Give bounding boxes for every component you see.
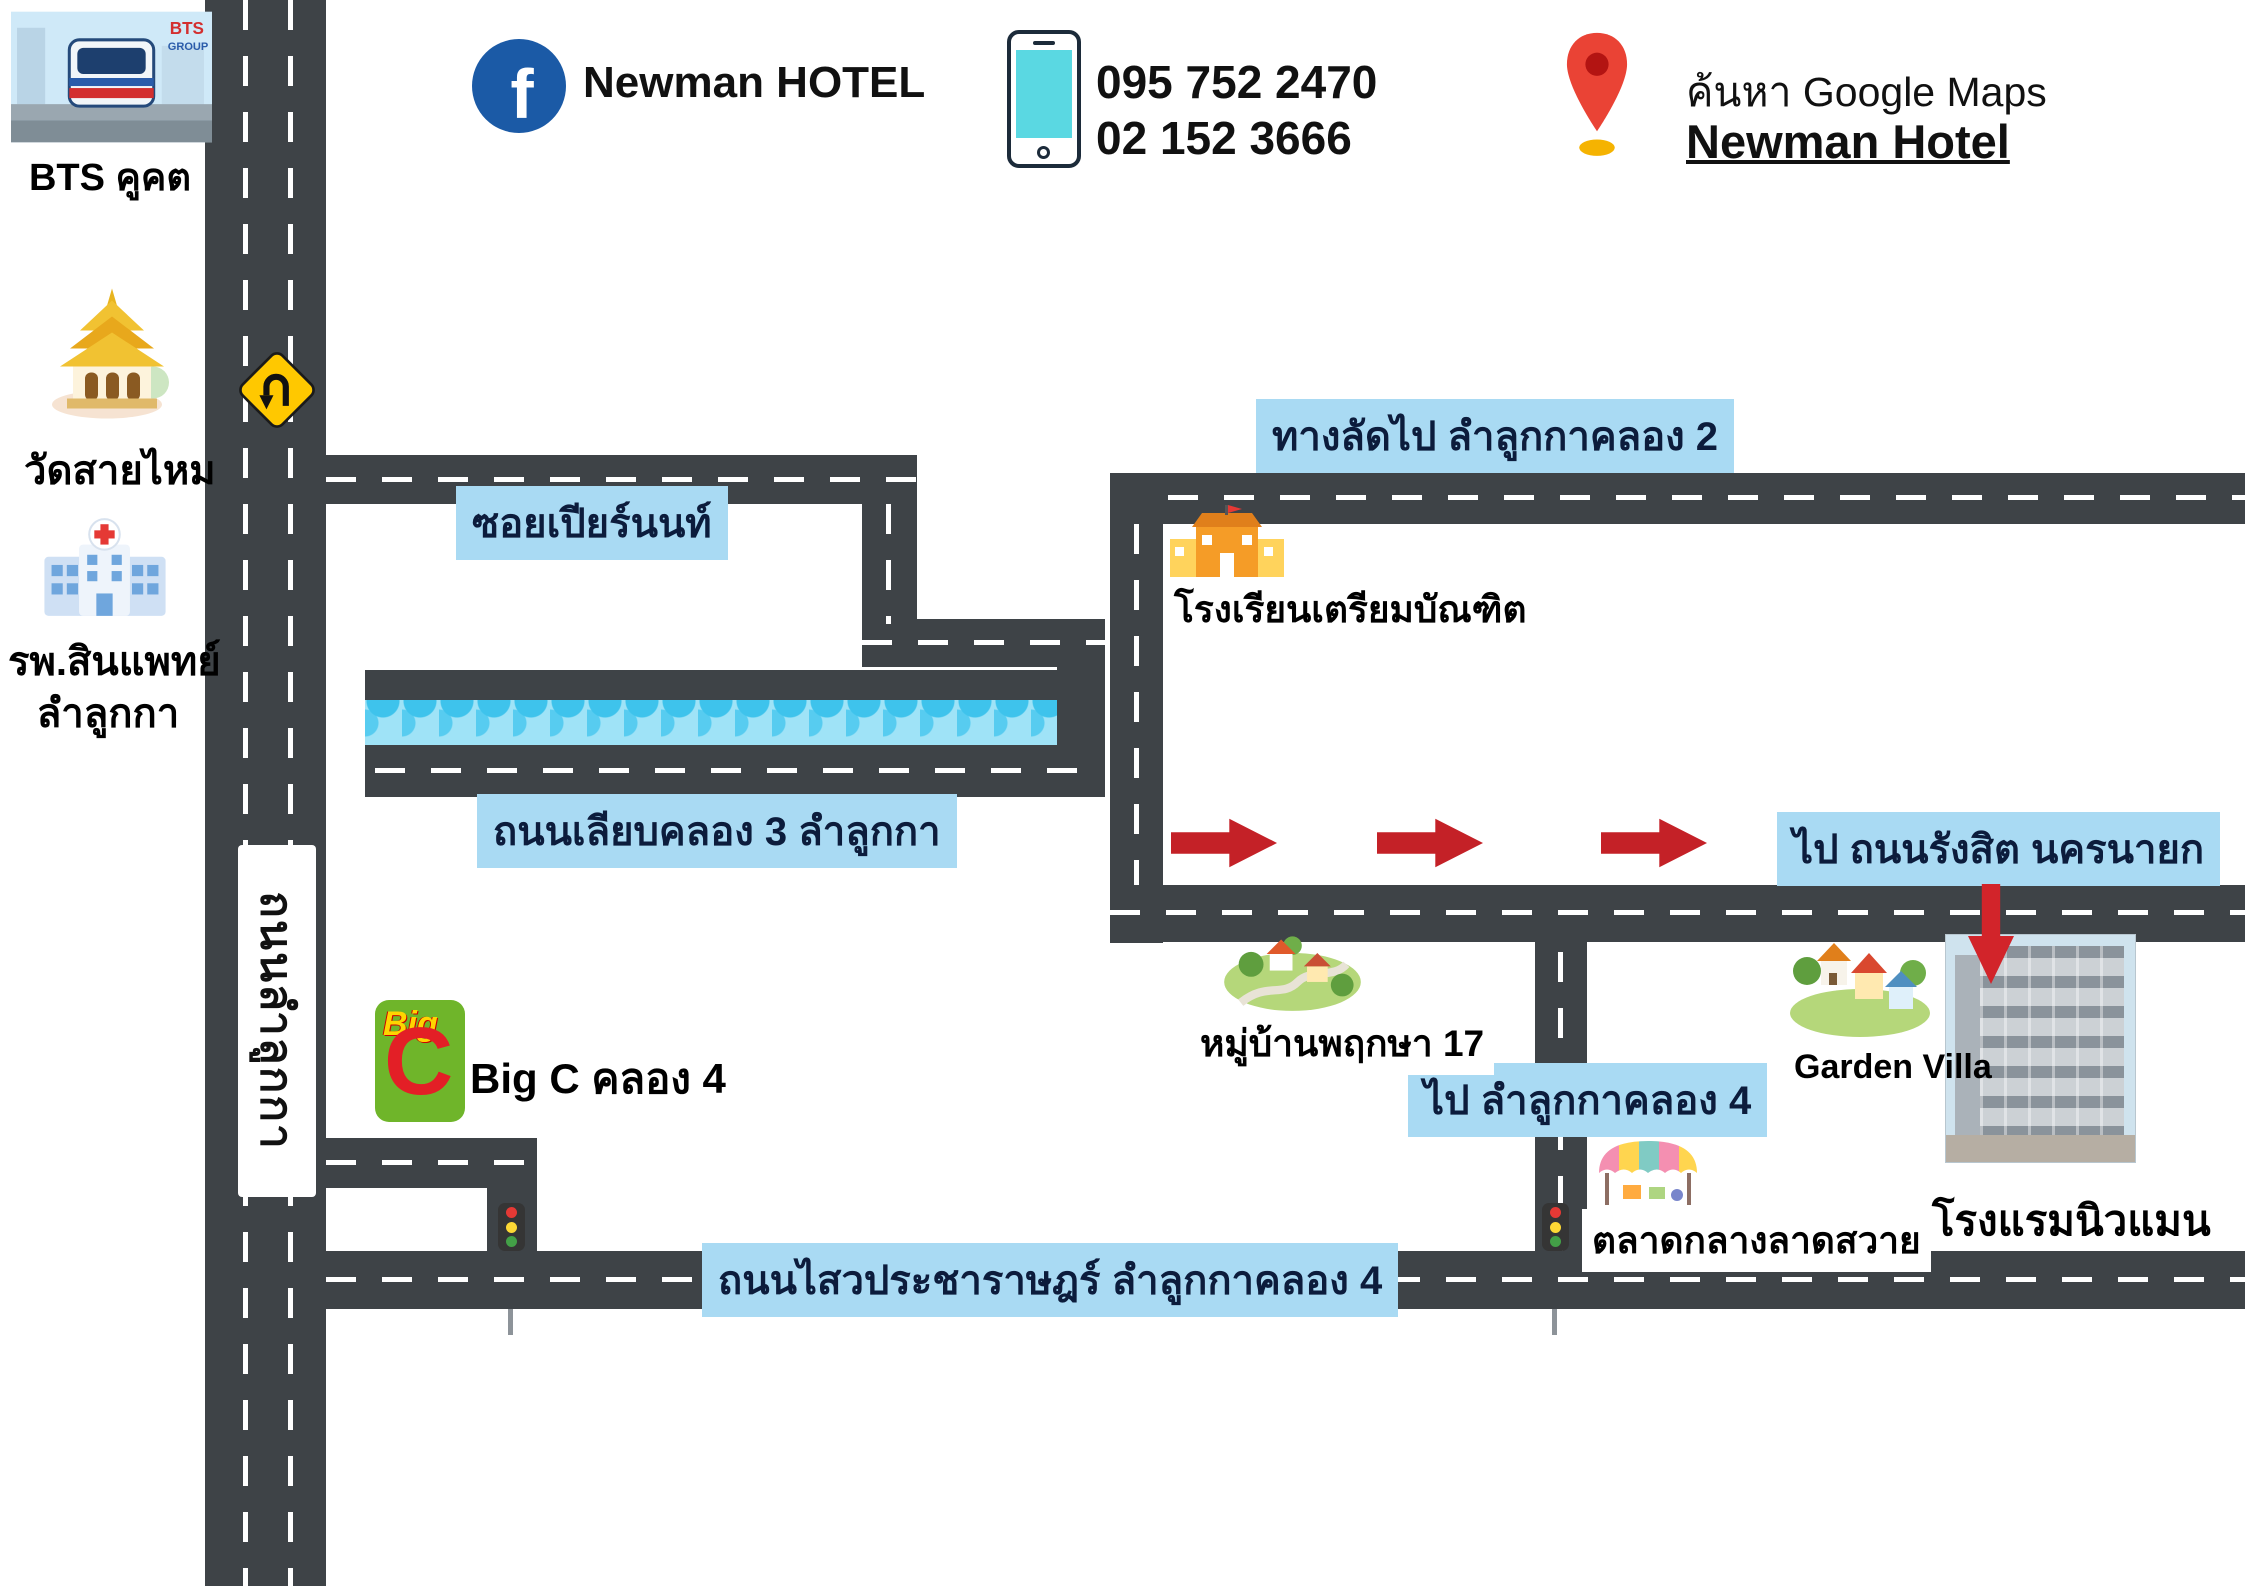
hotel-photo-facade [1980, 946, 2124, 1135]
school-icon [1162, 505, 1292, 580]
road-name-lam-luk-ka: ถนนลำลูกกา [238, 845, 316, 1197]
road-canal-north-strip [365, 670, 1105, 700]
phone-numbers: 095 752 2470 02 152 3666 [1096, 54, 1377, 166]
phone-speaker [1033, 41, 1055, 45]
road-label-soi-piannon: ซอยเปียร์นนท์ [456, 486, 728, 560]
road-name-lam-luk-ka-text: ถนนลำลูกกา [252, 891, 302, 1151]
facebook-f-glyph: f [510, 55, 534, 133]
map-pin-icon [1556, 22, 1638, 164]
phone-screen [1016, 50, 1072, 138]
road-label-canal-road: ถนนเลียบคลอง 3 ลำลูกกา [477, 794, 957, 868]
temple-caption: วัดสายไหม [24, 449, 216, 493]
u-turn-sign-icon [233, 346, 321, 434]
bts-caption: BTS คูคต [28, 157, 192, 199]
road-label-to-klong4: ไป ลำลูกกาคลอง 4 [1408, 1063, 1768, 1137]
traffic-light-green [506, 1236, 517, 1248]
phone-home-button [1037, 146, 1050, 159]
traffic-light-red [1550, 1206, 1561, 1218]
phone-number-1: 095 752 2470 [1096, 56, 1378, 108]
canal-klong3 [365, 699, 1105, 746]
hotel-photo-side-face [1955, 955, 1980, 1135]
hospital-caption: รพ.สินแพทย์ ลำลูกกา [8, 636, 221, 740]
hospital-caption-line2: ลำลูกกา [36, 692, 180, 736]
road-dash [886, 504, 891, 624]
phone-number-2: 02 152 3666 [1096, 112, 1352, 165]
market-icon [1593, 1132, 1703, 1214]
traffic-light-yellow [1550, 1221, 1561, 1233]
bts-logo-text: BTS [170, 19, 204, 38]
village-icon [1220, 925, 1365, 1013]
bigc-logo: Big C [375, 1000, 465, 1122]
hotel-photo [1945, 934, 2136, 1163]
road-dash [1134, 524, 1139, 885]
traffic-light-green [1550, 1236, 1561, 1248]
road-dash [1168, 495, 2245, 500]
garden-villa-caption: Garden Villa [1794, 1048, 1992, 1086]
traffic-light-icon [1542, 1203, 1569, 1251]
market-caption: ตลาดกลางลาดสวาย [1582, 1209, 1931, 1272]
school-caption: โรงเรียนเตรียมบัณฑิต [1164, 578, 1537, 641]
road-dash [862, 640, 1105, 645]
right-arrow-icon [1171, 818, 1277, 868]
road-dash [326, 1160, 537, 1165]
right-arrow-icon [1377, 818, 1483, 868]
bigc-logo-big-text: Big [383, 1005, 438, 1043]
bts-station-photo: BTS GROUP [11, 11, 212, 143]
road-dash [326, 477, 917, 482]
bts-logo-subtext: GROUP [168, 41, 209, 53]
maps-search-caption: ค้นหา Google Maps [1686, 69, 2047, 115]
traffic-light-icon [498, 1203, 525, 1251]
hotel-photo-ground [1946, 1134, 2135, 1162]
hospital-icon [35, 512, 175, 624]
temple-icon [45, 282, 180, 427]
road-label-shortcut-klong2: ทางลัดไป ลำลูกกาคลอง 2 [1256, 399, 1735, 473]
maps-hotel-name: Newman Hotel [1686, 115, 2010, 168]
road-dash [288, 0, 293, 1586]
right-arrow-icon [1601, 818, 1707, 868]
bigc-logo-c-text: C [384, 1008, 454, 1115]
road-label-sawai-pracharat: ถนนไสวประชาราษฎร์ ลำลูกกาคลอง 4 [702, 1243, 1399, 1317]
traffic-light-red [506, 1206, 517, 1218]
road-dash [1110, 910, 2245, 915]
village-caption: หมู่บ้านพฤกษา 17 [1190, 1012, 1495, 1075]
hotel-caption: โรงแรมนิวแมน [1932, 1197, 2211, 1244]
road-dash [375, 768, 1095, 773]
hospital-caption-line1: รพ.สินแพทย์ [8, 640, 221, 684]
facebook-page-name: Newman HOTEL [583, 58, 926, 107]
road-label-to-rangsit: ไป ถนนรังสิต นครนายก [1777, 812, 2221, 886]
garden-villa-icon [1785, 930, 1935, 1042]
bigc-caption: Big C คลอง 4 [470, 1055, 726, 1102]
road-dash [243, 0, 248, 1586]
road-lam-luk-ka [205, 0, 326, 1586]
traffic-light-yellow [506, 1221, 517, 1233]
phone-icon [1007, 30, 1081, 168]
facebook-icon: f [472, 39, 566, 133]
